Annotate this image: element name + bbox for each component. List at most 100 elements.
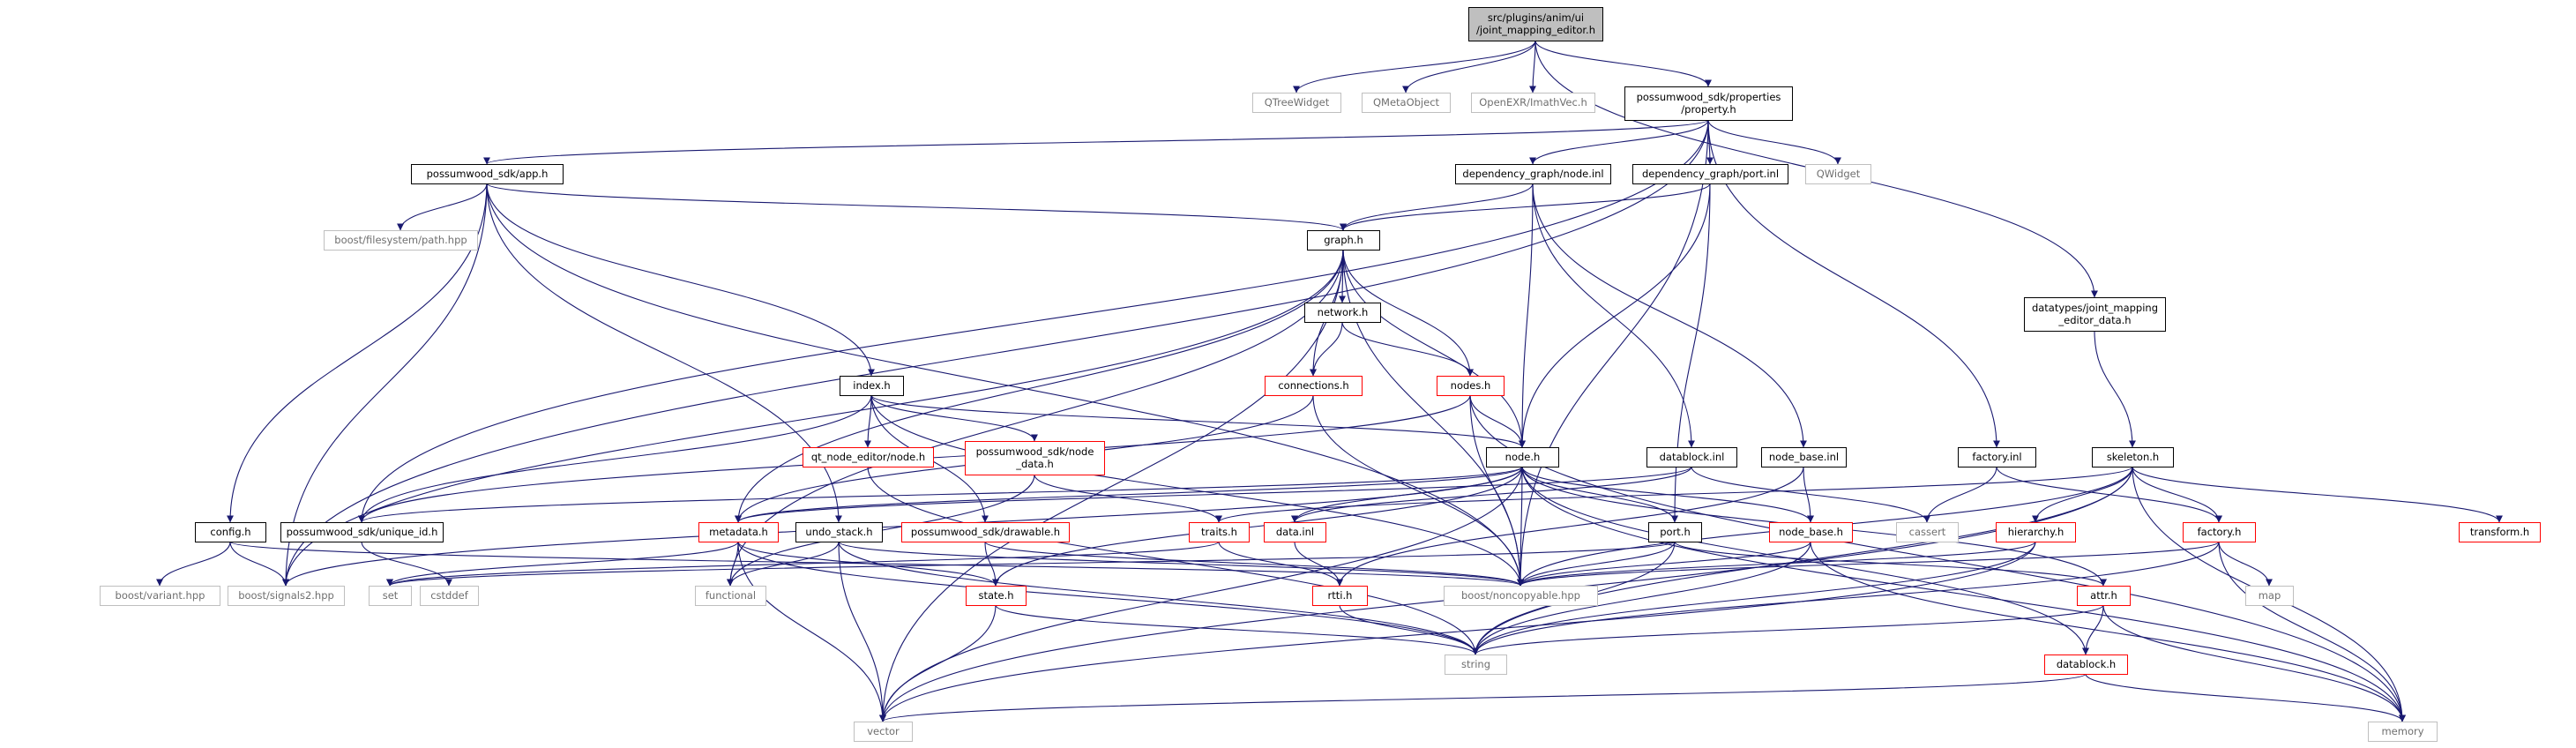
node-nodes-h[interactable]: nodes.h — [1437, 376, 1505, 396]
node-label: _editor_data.h — [2057, 314, 2131, 326]
node-label: dependency_graph/port.inl — [1642, 168, 1779, 180]
node-state-h[interactable]: state.h — [966, 586, 1027, 606]
node-property-h[interactable]: possumwood_sdk/properties/property.h — [1624, 86, 1793, 121]
node-data-inl[interactable]: data.inl — [1264, 522, 1326, 542]
node-map: map — [2245, 586, 2294, 606]
node-boost-signals2: boost/signals2.hpp — [228, 586, 345, 606]
node-box — [698, 522, 779, 542]
node-label: boost/noncopyable.hpp — [1461, 589, 1580, 602]
edge-factory_h-to-map — [2218, 541, 2273, 587]
node-index-h[interactable]: index.h — [840, 376, 904, 396]
node-box — [1632, 164, 1788, 184]
node-label: undo_stack.h — [805, 526, 872, 538]
node-box — [1265, 376, 1363, 396]
node-dg-port-inl[interactable]: dependency_graph/port.inl — [1632, 164, 1788, 184]
node-label: possumwood_sdk/properties — [1637, 91, 1781, 103]
node-root: src/plugins/anim/ui/joint_mapping_editor… — [1468, 7, 1603, 41]
edge-graph_h-to-boost_signals2 — [282, 249, 1344, 587]
edge-graph_h-to-metadata_h — [735, 249, 1344, 523]
node-label: cassert — [1909, 526, 1946, 538]
node-label: /property.h — [1681, 103, 1736, 116]
node-box — [1805, 164, 1871, 184]
edge-index_h-to-unique_id_h — [358, 394, 872, 523]
node-label: node_base.inl — [1769, 451, 1839, 463]
edge-skeleton_h-to-factory_h — [2132, 466, 2222, 523]
node-node-base-inl[interactable]: node_base.inl — [1761, 447, 1847, 468]
node-undo-stack-h[interactable]: undo_stack.h — [795, 522, 883, 542]
node-box — [1896, 522, 1959, 542]
edge-state_h-to-vector — [879, 604, 997, 722]
node-graph-h[interactable]: graph.h — [1307, 230, 1380, 251]
node-port-h[interactable]: port.h — [1648, 522, 1702, 542]
node-box — [840, 376, 904, 396]
edge-property_h-to-boost_signals2 — [282, 119, 1709, 587]
node-joint-mapping-data[interactable]: datatypes/joint_mapping_editor_data.h — [2024, 297, 2166, 332]
node-config-h[interactable]: config.h — [195, 522, 266, 542]
node-label: state.h — [978, 589, 1013, 602]
node-box — [2183, 522, 2256, 542]
edge-nodes_h-to-memory — [1469, 394, 2406, 722]
edge-nodes_h-to-node_h — [1469, 394, 1526, 448]
edge-skeleton_h-to-hierarchy_h — [2032, 466, 2133, 523]
node-label: datablock.h — [2057, 658, 2116, 670]
edge-index_h-to-noncopyable — [870, 394, 1524, 587]
edge-factory_inl-to-cassert — [1923, 466, 1997, 523]
edge-undo_stack_h-to-functional — [727, 541, 840, 587]
node-node-base-h[interactable]: node_base.h — [1769, 522, 1853, 542]
node-datablock-h[interactable]: datablock.h — [2044, 654, 2128, 675]
node-box — [1958, 447, 2036, 468]
node-imathvec: OpenEXR/ImathVec.h — [1471, 93, 1595, 113]
edge-node_h-to-metadata_h — [735, 466, 1523, 523]
edge-property_h-to-qwidget — [1707, 119, 1841, 165]
node-box — [1437, 376, 1505, 396]
node-noncopyable: boost/noncopyable.hpp — [1444, 586, 1598, 606]
node-label: boost/signals2.hpp — [238, 589, 334, 602]
node-qwidget: QWidget — [1805, 164, 1871, 184]
node-factory-inl[interactable]: factory.inl — [1958, 447, 2036, 468]
node-label: nodes.h — [1451, 379, 1491, 392]
node-factory-h[interactable]: factory.h — [2183, 522, 2256, 542]
node-transform-h[interactable]: transform.h — [2459, 522, 2541, 542]
node-node-h[interactable]: node.h — [1486, 447, 1559, 468]
node-unique-id-h[interactable]: possumwood_sdk/unique_id.h — [280, 522, 444, 542]
node-label: qt_node_editor/node.h — [811, 451, 925, 463]
node-drawable-h[interactable]: possumwood_sdk/drawable.h — [901, 522, 1070, 542]
node-app-h[interactable]: possumwood_sdk/app.h — [411, 164, 564, 184]
node-qt-node-editor[interactable]: qt_node_editor/node.h — [803, 447, 934, 468]
edge-index_h-to-node_data_h — [870, 394, 1038, 442]
node-skeleton-h[interactable]: skeleton.h — [2092, 447, 2174, 468]
node-network-h[interactable]: network.h — [1304, 303, 1381, 323]
edge-hierarchy_h-to-noncopyable — [1517, 541, 2036, 587]
edge-node_base_h-to-noncopyable — [1517, 541, 1811, 587]
node-box — [1307, 230, 1380, 251]
edge-attr_h-to-datablock_h — [2082, 604, 2104, 655]
node-dg-node-inl[interactable]: dependency_graph/node.inl — [1455, 164, 1611, 184]
node-label: dependency_graph/node.inl — [1462, 168, 1603, 180]
edge-metadata_h-to-state_h — [737, 541, 999, 587]
edge-property_h-to-app_h — [483, 119, 1709, 165]
node-rtti-h[interactable]: rtti.h — [1312, 586, 1368, 606]
node-label: factory.inl — [1972, 451, 2021, 463]
edge-network_h-to-connections_h — [1310, 321, 1343, 377]
edge-property_h-to-unique_id_h — [358, 119, 1709, 523]
node-box — [1648, 522, 1702, 542]
node-label: rtti.h — [1328, 589, 1353, 602]
edge-port_h-to-set — [386, 541, 1676, 587]
node-connections-h[interactable]: connections.h — [1265, 376, 1363, 396]
node-box — [1646, 447, 1737, 468]
edge-app_h-to-index_h — [486, 183, 875, 377]
edge-node_h-to-unique_id_h — [358, 466, 1523, 523]
node-datablock-inl[interactable]: datablock.inl — [1646, 447, 1737, 468]
node-label: datablock.inl — [1660, 451, 1725, 463]
node-metadata-h[interactable]: metadata.h — [698, 522, 779, 542]
node-label: attr.h — [2090, 589, 2117, 602]
node-node-data-h[interactable]: possumwood_sdk/node_data.h — [965, 441, 1105, 475]
node-hierarchy-h[interactable]: hierarchy.h — [1996, 522, 2076, 542]
node-traits-h[interactable]: traits.h — [1189, 522, 1250, 542]
edge-root-to-qtreewidget — [1293, 40, 1536, 94]
edge-hierarchy_h-to-string — [1472, 541, 2036, 655]
node-attr-h[interactable]: attr.h — [2077, 586, 2131, 606]
edge-traits_h-to-set — [386, 541, 1220, 587]
node-memory: memory — [2368, 722, 2438, 742]
node-box — [195, 522, 266, 542]
